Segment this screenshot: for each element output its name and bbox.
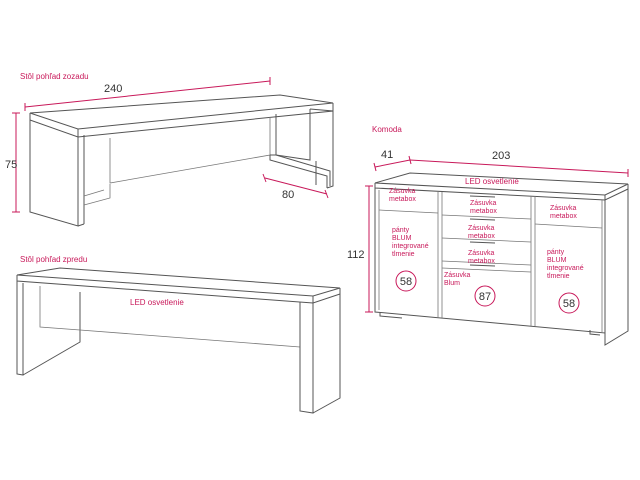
mid-drawer-divider xyxy=(441,260,532,266)
front-left-leg xyxy=(16,281,24,376)
right-drawer-divider xyxy=(534,223,603,229)
table-top xyxy=(29,94,334,130)
leg-inner xyxy=(83,189,105,197)
drawer-right-label-2: metabox xyxy=(550,213,577,220)
dim-tick xyxy=(373,162,377,172)
dresser-title: Komoda xyxy=(372,125,402,134)
mid-drawer-divider xyxy=(441,237,532,243)
dim-line-41 xyxy=(374,159,411,168)
mid-drawer-divider xyxy=(441,214,532,220)
drawer-mid2-label-1: Zásuvka xyxy=(468,225,495,232)
mid-drawer-divider xyxy=(441,267,532,273)
table-front-view: Stôl pohľad zpredu LED osvetlenie xyxy=(16,255,341,414)
table-left-leg xyxy=(29,120,79,227)
hinges-left-label-3: integrované xyxy=(392,243,429,250)
dim-41-label: 41 xyxy=(381,149,393,161)
drawer-handle xyxy=(469,195,496,198)
hinges-right-label-4: tlmenie xyxy=(547,273,570,280)
hinges-left-label-4: tlmenie xyxy=(392,251,415,258)
dim-203-label: 203 xyxy=(492,150,510,162)
dim-112-label: 112 xyxy=(347,249,365,261)
right-door-value: 58 xyxy=(563,298,575,310)
front-panel xyxy=(79,329,301,348)
center-door-value: 87 xyxy=(479,291,491,303)
dim-tick xyxy=(324,189,329,199)
dim-line-80 xyxy=(264,177,328,195)
drawer-blum-label-2: Blum xyxy=(444,280,460,287)
dresser-body xyxy=(374,188,606,334)
leg-foot xyxy=(269,155,328,188)
dim-line-203 xyxy=(409,159,629,174)
dim-tick xyxy=(262,173,267,183)
table-right-leg xyxy=(275,109,311,161)
leg-edge xyxy=(77,223,85,227)
front-view-title: Stôl pohľad zpredu xyxy=(20,255,87,264)
front-leg-edge xyxy=(22,292,81,376)
dim-75-label: 75 xyxy=(5,159,17,171)
modesty-panel xyxy=(109,117,271,184)
dresser-base xyxy=(589,330,601,336)
dim-line-240 xyxy=(24,80,271,108)
table-back-view: Stôl pohľad zozadu 240 75 80 xyxy=(5,72,334,227)
dresser: Komoda 41 203 112 xyxy=(347,125,629,346)
drawer-mid3-label-1: Zásuvka xyxy=(468,250,495,257)
left-door-value: 58 xyxy=(400,276,412,288)
front-table-top xyxy=(16,267,341,297)
drawer-mid2-label-2: metabox xyxy=(468,233,495,240)
hinges-right-label-1: pánty xyxy=(547,249,565,256)
front-panel xyxy=(39,286,81,331)
drawer-handle xyxy=(469,218,496,221)
dresser-side xyxy=(604,189,629,346)
hinges-left-label-1: pánty xyxy=(392,227,410,234)
leg-edge xyxy=(309,108,334,189)
drawer-mid1-label-1: Zásuvka xyxy=(470,200,497,207)
drawer-left-label-2: metabox xyxy=(389,196,416,203)
center-door-circle xyxy=(474,285,496,307)
dresser-base xyxy=(379,313,403,319)
led-table-label: LED osvetlenie xyxy=(130,298,184,307)
right-door-circle xyxy=(558,292,580,314)
leg-foot xyxy=(270,154,331,186)
drawer-mid3-label-2: metabox xyxy=(468,258,495,265)
hinges-right-label-2: BLUM xyxy=(547,257,567,264)
left-drawer-divider xyxy=(378,209,439,214)
leg-inner xyxy=(83,184,111,206)
back-view-title: Stôl pohľad zozadu xyxy=(20,72,89,81)
hinges-left-label-2: BLUM xyxy=(392,235,412,242)
dim-80-label: 80 xyxy=(282,189,294,201)
front-right-leg xyxy=(299,302,314,414)
front-leg-edge xyxy=(312,294,341,414)
drawer-handle xyxy=(469,241,496,244)
hinges-right-label-3: integrované xyxy=(547,265,584,272)
drawer-left-label-1: Zásuvka xyxy=(389,188,416,195)
left-door-circle xyxy=(395,270,417,292)
dim-240-label: 240 xyxy=(104,83,122,95)
led-dresser-label: LED osvetlenie xyxy=(465,177,519,186)
drawer-handle xyxy=(469,264,496,267)
drawer-blum-label-1: Zásuvka xyxy=(444,272,471,279)
drawer-mid1-label-2: metabox xyxy=(470,208,497,215)
drawer-right-label-1: Zásuvka xyxy=(550,205,577,212)
